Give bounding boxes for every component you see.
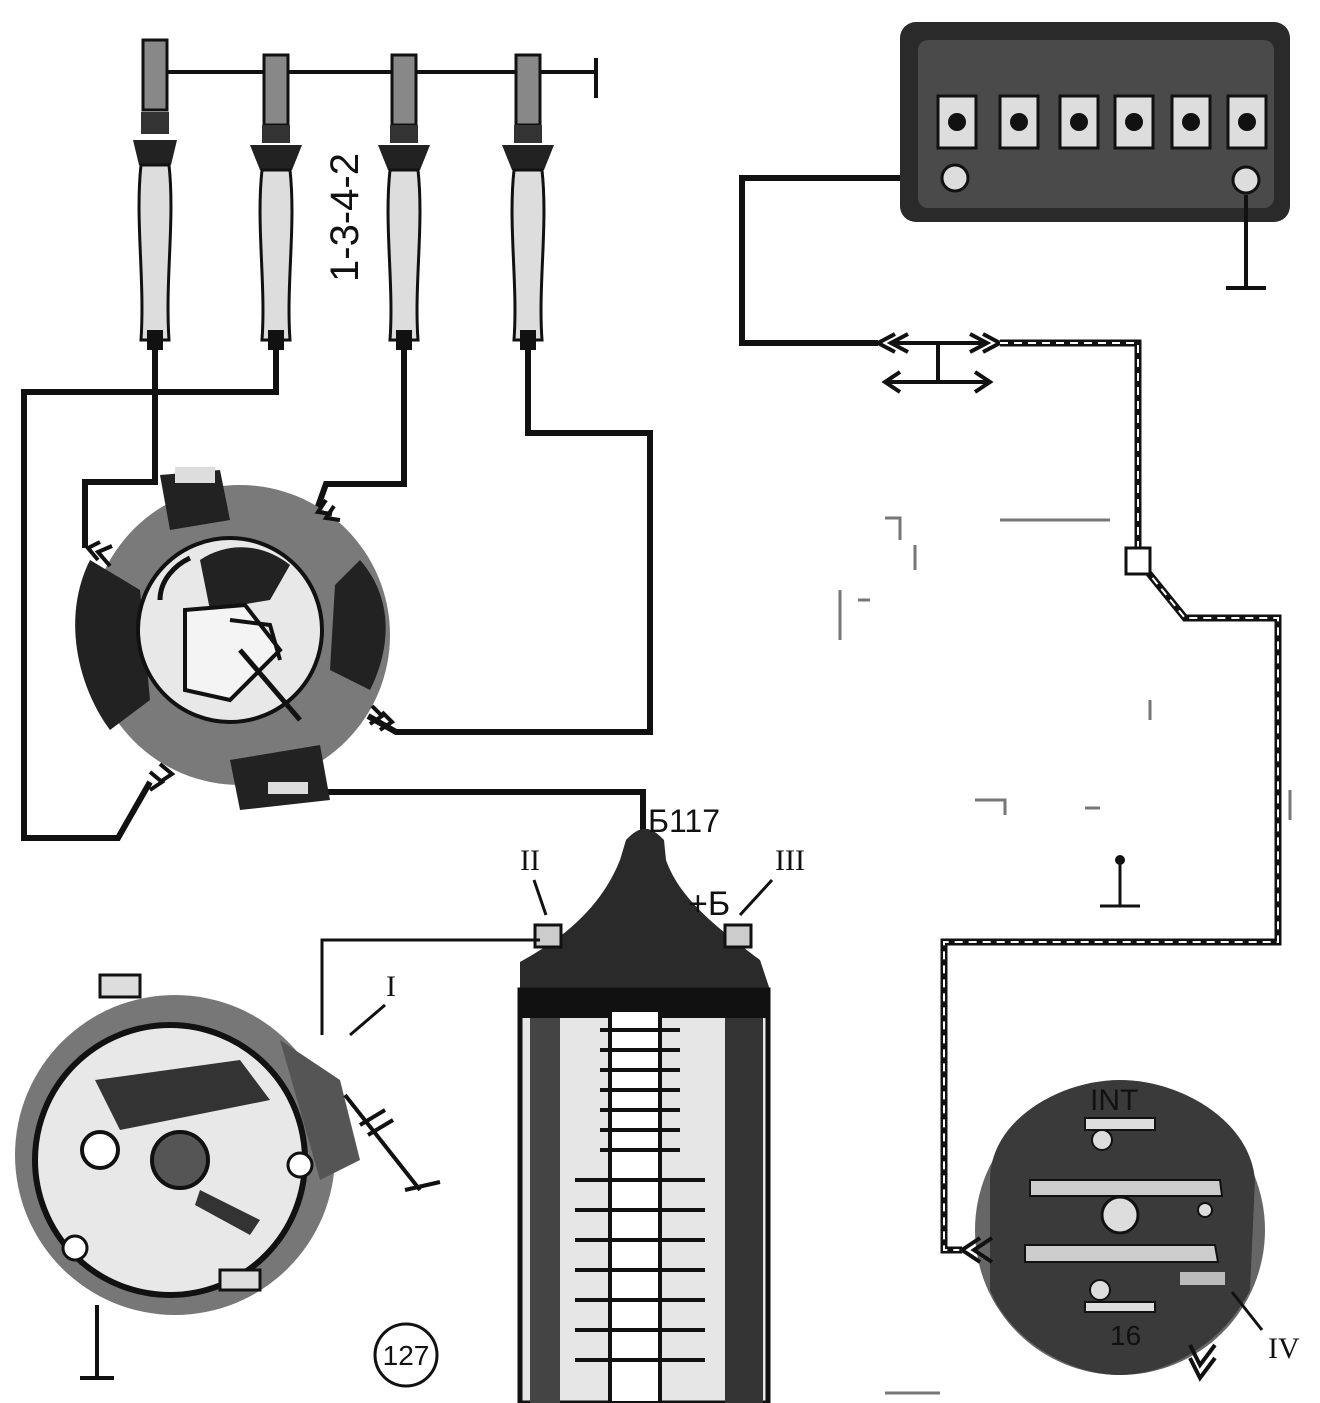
figure-number-label: 127 <box>383 1340 430 1371</box>
lead-plug-2 <box>21 350 279 841</box>
switch-bottom-label: 16 <box>1110 1320 1141 1351</box>
switch-top-label: INT <box>1090 1084 1138 1117</box>
breaker-assembly <box>15 973 441 1315</box>
spark-plug-3 <box>378 53 430 350</box>
lead-coil-to-distributor <box>305 789 646 832</box>
lead-plug-4 <box>366 350 653 735</box>
lead-plug-3 <box>313 350 407 514</box>
coil-plus-label: +Б <box>688 885 730 923</box>
coil-left-pointer <box>532 879 548 916</box>
switch-terminal-label: IV <box>1268 1332 1300 1365</box>
distributor-cap <box>75 467 390 810</box>
connector-block <box>873 332 1005 394</box>
breaker-pointer <box>349 1003 386 1037</box>
coil-top-terminal-label: Б117 <box>648 803 720 839</box>
faint-marks <box>838 516 1292 1395</box>
coil-right-terminal-label: III <box>775 844 805 877</box>
ignition-switch <box>975 1080 1265 1375</box>
figure-number-circle <box>373 1322 439 1388</box>
lead-plug-1 <box>82 350 158 548</box>
coil-left-terminal-label: II <box>520 844 540 877</box>
firing-order-label: 1-3-4-2 <box>323 153 367 282</box>
distributor-arrows <box>84 498 396 792</box>
spark-plug-4 <box>502 53 554 350</box>
breaker-terminal-label: I <box>386 970 396 1003</box>
switch-arrows <box>958 1236 1217 1382</box>
spark-plugs <box>133 38 598 350</box>
coil-right-pointer <box>738 878 774 917</box>
spark-plug-1 <box>133 38 177 350</box>
ht-leads <box>21 350 653 841</box>
inline-connector <box>1124 546 1152 576</box>
ignition-coil <box>517 828 771 1403</box>
lead-connector-to-switch-dash <box>943 342 1279 1251</box>
lead-battery-positive <box>739 175 900 346</box>
spark-plug-2 <box>250 53 302 350</box>
battery <box>900 22 1290 222</box>
switch-pointer <box>1230 1291 1264 1331</box>
lead-breaker-to-coil <box>320 938 540 1035</box>
